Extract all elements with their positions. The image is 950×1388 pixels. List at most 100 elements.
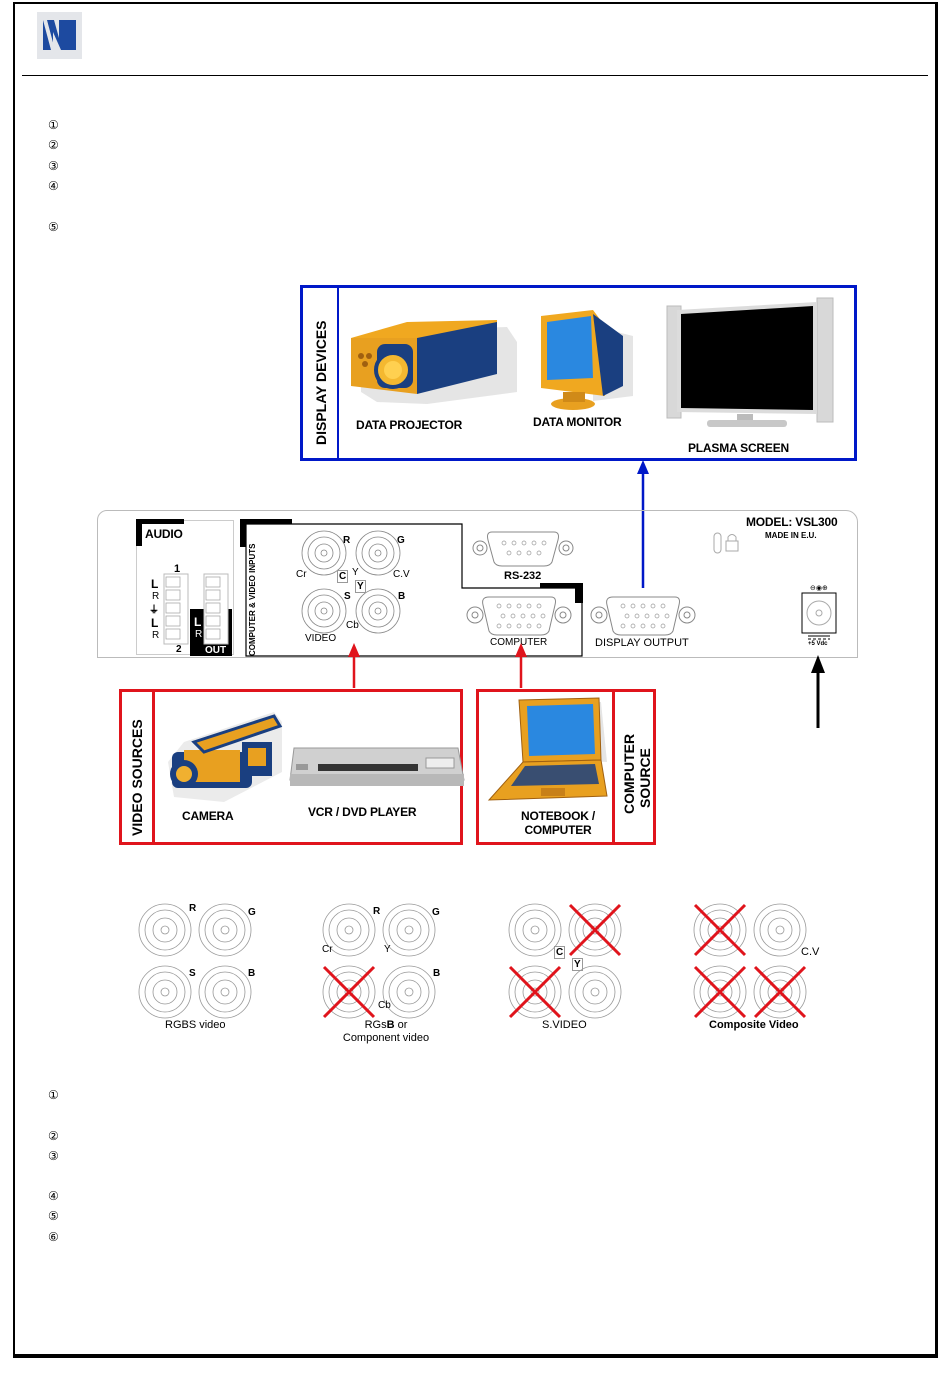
rs232-connector <box>472 531 574 567</box>
bnc-label-y-top: Y <box>352 567 359 578</box>
bnc-b-connector <box>355 588 401 634</box>
mode-caption-rgsb-c: or <box>394 1019 408 1031</box>
plasma-screen-label: PLASMA SCREEN <box>688 441 789 455</box>
bnc-label-cb: Cb <box>346 620 359 631</box>
camera-icon <box>168 712 283 802</box>
bnc-label-g: G <box>397 535 405 546</box>
vcr-dvd-player-icon <box>289 747 465 786</box>
rs232-label: RS-232 <box>504 570 542 582</box>
bnc-label-c: C <box>337 570 349 583</box>
mode4-label-cv: C.V <box>801 946 820 958</box>
list-marker-3: ③ <box>48 159 59 173</box>
mode1-label-r: R <box>189 903 197 914</box>
bottom-list-marker-4: ④ <box>48 1189 59 1203</box>
mode-caption-rgbs: RGBS video <box>165 1019 226 1031</box>
audio-pin-l1: L <box>151 577 159 591</box>
audio-out-pin-r: R <box>195 629 203 640</box>
inputs-outline <box>240 519 583 657</box>
list-marker-1: ① <box>48 118 59 132</box>
unused-connector-cross-icon <box>753 965 807 1019</box>
mode1-label-b: B <box>248 968 256 979</box>
audio-title: AUDIO <box>145 527 183 541</box>
bnc-connector-3-r <box>508 903 562 957</box>
notebook-label-line1: NOTEBOOK / <box>520 809 595 823</box>
bottom-list-marker-1: ① <box>48 1088 59 1102</box>
power-arrow <box>811 655 825 728</box>
bnc-connector-1-b <box>198 965 252 1019</box>
display-devices-label: DISPLAY DEVICES <box>313 320 329 446</box>
audio-input-2-label: 2 <box>176 644 182 655</box>
brand-logo-graphic <box>43 20 76 50</box>
model-label: MODEL: VSL300 <box>746 515 838 529</box>
mode2-label-y: Y <box>384 944 391 955</box>
svg-text:⊖◉⊕: ⊖◉⊕ <box>810 584 828 592</box>
brand-logo-icon <box>37 12 82 59</box>
camera-label: CAMERA <box>182 809 234 823</box>
notebook-label-line2: COMPUTER <box>524 823 592 837</box>
bnc-label-video: VIDEO <box>305 633 337 644</box>
bnc-connector-3-s <box>508 965 562 1019</box>
audio-tab-marker-top <box>136 519 184 524</box>
bnc-label-cr: Cr <box>296 569 307 580</box>
video-input-arrow <box>348 643 360 688</box>
display-output-label: DISPLAY OUTPUT <box>595 637 689 649</box>
data-projector-label: DATA PROJECTOR <box>356 418 463 432</box>
unused-connector-cross-icon <box>693 903 747 957</box>
computer-vga-connector <box>466 596 572 636</box>
mode1-label-g: G <box>248 907 256 918</box>
group-divider <box>612 692 615 842</box>
display-output-arrow <box>637 460 649 588</box>
bnc-connector-2-s <box>322 965 376 1019</box>
mode3-label-y: Y <box>572 958 583 971</box>
bottom-list-marker-2: ② <box>48 1129 59 1143</box>
mode-caption-rgsb-line2: Component video <box>342 1032 430 1044</box>
mode2-label-b: B <box>433 968 441 979</box>
mode1-label-s: S <box>189 968 196 979</box>
video-sources-group: VIDEO SOURCES CAMERA VCR / DVD PLAYER <box>119 689 465 845</box>
mode3-label-c: C <box>554 946 566 959</box>
group-divider <box>337 288 339 458</box>
mode2-label-g: G <box>432 907 440 918</box>
notebook-computer-label: NOTEBOOK / COMPUTER <box>499 809 617 837</box>
mode2-label-r: R <box>373 906 381 917</box>
computer-source-label-line2: SOURCE <box>637 748 653 808</box>
computer-port-label: COMPUTER <box>490 637 548 648</box>
mode-caption-rgsb: RGsB or Component video <box>341 1019 431 1045</box>
bnc-connector-4-g <box>753 903 807 957</box>
bnc-connector-group <box>301 530 401 634</box>
bottom-list-marker-5: ⑤ <box>48 1209 59 1223</box>
rear-panel <box>97 510 858 658</box>
bnc-s-connector <box>301 588 347 634</box>
data-projector-icon <box>351 320 517 404</box>
connection-mode-diagrams <box>138 903 807 1019</box>
audio-section <box>136 520 234 655</box>
mode-caption-svideo: S.VIDEO <box>542 1019 587 1031</box>
bnc-connector-4-b <box>753 965 807 1019</box>
bnc-connector-3-b <box>568 965 622 1019</box>
display-devices-group: DISPLAY DEVICES DATA PROJECTOR DATA MONI… <box>300 285 857 461</box>
list-marker-4: ④ <box>48 179 59 193</box>
audio-pin-r2: R <box>152 630 160 641</box>
mode-caption-rgsb-a: RGs <box>364 1019 387 1031</box>
unused-connector-cross-icon <box>322 965 376 1019</box>
mode2-label-cb: Cb <box>378 1000 391 1011</box>
bnc-connector-3-g <box>568 903 622 957</box>
audio-pin-l2: L <box>151 616 159 630</box>
bnc-label-cv: C.V <box>393 569 410 580</box>
bottom-list-marker-6: ⑥ <box>48 1230 59 1244</box>
audio-out-label: OUT <box>205 645 227 656</box>
video-sources-label: VIDEO SOURCES <box>129 719 145 836</box>
inputs-title: COMPUTER & VIDEO INPUTS <box>248 543 257 656</box>
computer-source-group: COMPUTER SOURCE NOTEBOOK / COMPUTER <box>476 689 656 845</box>
mode-caption-rgsb-b: B <box>386 1019 395 1031</box>
computer-input-arrow <box>515 643 527 688</box>
unused-connector-cross-icon <box>693 965 747 1019</box>
vcr-dvd-player-label: VCR / DVD PLAYER <box>308 805 417 819</box>
bnc-connector-1-s <box>138 965 192 1019</box>
bnc-connector-1-r <box>138 903 192 957</box>
bottom-list-marker-3: ③ <box>48 1149 59 1163</box>
bnc-connector-4-s <box>693 965 747 1019</box>
audio-output-terminal-block <box>203 573 229 645</box>
security-lock-icon <box>713 532 739 554</box>
bnc-connector-2-r <box>322 903 376 957</box>
